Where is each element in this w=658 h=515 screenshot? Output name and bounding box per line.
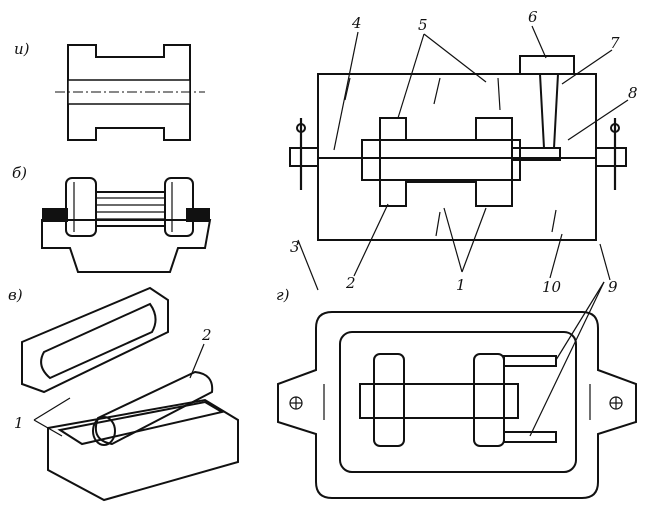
callout-v-1: 1 [14, 414, 24, 432]
section-a-pattern-section: и) [14, 40, 205, 141]
callout-g-2: 2 [345, 274, 356, 292]
callout-v-2: 2 [201, 326, 212, 344]
callout-9: 9 [608, 278, 618, 296]
section-v-label: в) [8, 286, 23, 304]
callout-g-1: 1 [456, 276, 466, 294]
section-b-label: б) [12, 164, 27, 182]
callout-5: 5 [418, 16, 428, 34]
callout-3: 3 [290, 238, 300, 256]
callout-8: 8 [628, 84, 638, 102]
callout-10: 10 [542, 278, 562, 296]
section-g-label: г) [276, 286, 290, 304]
section-v-core-box: в) 1 2 [8, 286, 239, 502]
callout-6: 6 [528, 8, 538, 26]
callout-4: 4 [351, 14, 362, 32]
callout-7: 7 [610, 34, 620, 52]
section-g-mold-elevation: 4 5 6 7 8 3 2 1 10 9 г) [276, 8, 638, 304]
section-a-label: и) [14, 40, 30, 58]
section-g-mold-plan [277, 281, 637, 499]
section-b-split-pattern: б) [12, 164, 212, 273]
